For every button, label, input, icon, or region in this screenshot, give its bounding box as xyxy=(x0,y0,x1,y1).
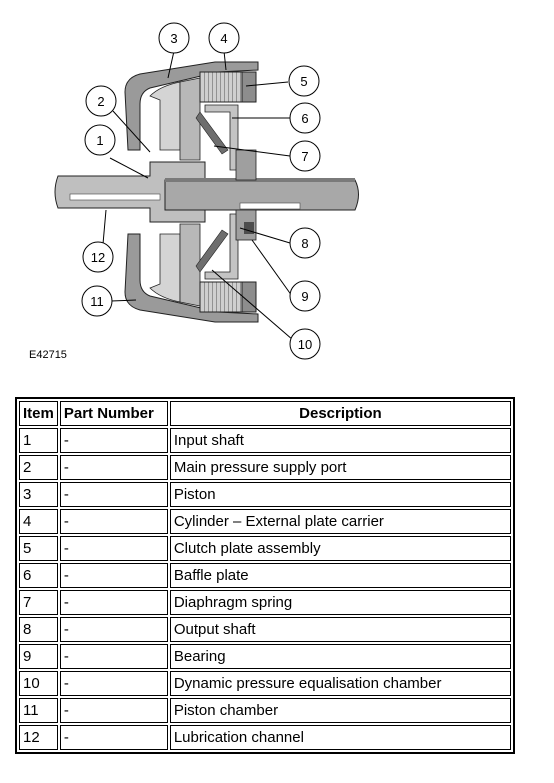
svg-text:10: 10 xyxy=(298,337,312,352)
row-item: 2 xyxy=(19,455,58,480)
row-item: 6 xyxy=(19,563,58,588)
hub-bearing xyxy=(235,149,257,241)
table-row: 2-Main pressure supply port xyxy=(19,455,511,480)
svg-text:2: 2 xyxy=(97,94,104,109)
svg-text:11: 11 xyxy=(90,294,104,309)
row-part-number: - xyxy=(59,617,168,642)
row-part-number: - xyxy=(59,698,168,723)
row-description: Baffle plate xyxy=(169,563,511,588)
row-description: Dynamic pressure equalisation chamber xyxy=(169,671,511,696)
row-item: 9 xyxy=(19,644,58,669)
row-part-number: - xyxy=(59,590,168,615)
svg-text:7: 7 xyxy=(301,149,308,164)
table-row: 4-Cylinder – External plate carrier xyxy=(19,509,511,534)
table-row: 9-Bearing xyxy=(19,644,511,669)
row-description: Lubrication channel xyxy=(169,725,511,750)
table-row: 5-Clutch plate assembly xyxy=(19,536,511,561)
row-item: 3 xyxy=(19,482,58,507)
svg-text:1: 1 xyxy=(96,133,103,148)
row-item: 5 xyxy=(19,536,58,561)
row-item: 8 xyxy=(19,617,58,642)
row-item: 11 xyxy=(19,698,58,723)
row-description: Output shaft xyxy=(169,617,511,642)
clutch-plate-pack-lower xyxy=(199,281,257,313)
callout-8: 8 xyxy=(289,227,321,259)
table-row: 8-Output shaft xyxy=(19,617,511,642)
table-row: 10-Dynamic pressure equalisation chamber xyxy=(19,671,511,696)
table-row: 7-Diaphragm spring xyxy=(19,590,511,615)
row-description: Input shaft xyxy=(169,428,511,453)
callout-10: 10 xyxy=(289,328,321,360)
svg-text:4: 4 xyxy=(220,31,227,46)
row-item: 7 xyxy=(19,590,58,615)
callout-1: 1 xyxy=(84,124,116,156)
row-part-number: - xyxy=(59,482,168,507)
callout-3: 3 xyxy=(158,22,190,54)
row-description: Diaphragm spring xyxy=(169,590,511,615)
row-part-number: - xyxy=(59,725,168,750)
row-part-number: - xyxy=(59,428,168,453)
callout-7: 7 xyxy=(289,140,321,172)
callout-12: 12 xyxy=(82,241,114,273)
row-part-number: - xyxy=(59,455,168,480)
row-description: Cylinder – External plate carrier xyxy=(169,509,511,534)
clutch-plate-pack-upper xyxy=(199,71,257,103)
row-description: Piston chamber xyxy=(169,698,511,723)
leader-lines xyxy=(102,50,294,341)
cylinder-lower xyxy=(124,223,259,323)
row-item: 10 xyxy=(19,671,58,696)
callout-9: 9 xyxy=(289,280,321,312)
row-item: 4 xyxy=(19,509,58,534)
row-item: 1 xyxy=(19,428,58,453)
baffle-plate xyxy=(204,104,239,280)
table-row: 3-Piston xyxy=(19,482,511,507)
callout-6: 6 xyxy=(289,102,321,134)
row-description: Main pressure supply port xyxy=(169,455,511,480)
parts-table: Item Part Number Description 1-Input sha… xyxy=(15,397,515,754)
svg-text:8: 8 xyxy=(301,236,308,251)
figure-code: E42715 xyxy=(29,349,67,361)
header-part-number: Part Number xyxy=(59,401,168,426)
row-part-number: - xyxy=(59,671,168,696)
row-part-number: - xyxy=(59,563,168,588)
svg-text:12: 12 xyxy=(91,250,105,265)
callout-2: 2 xyxy=(85,85,117,117)
callout-11: 11 xyxy=(81,285,113,317)
header-description: Description xyxy=(169,401,511,426)
row-part-number: - xyxy=(59,509,168,534)
table-row: 11-Piston chamber xyxy=(19,698,511,723)
callout-5: 5 xyxy=(288,65,320,97)
callout-4: 4 xyxy=(208,22,240,54)
table-header-row: Item Part Number Description xyxy=(19,401,511,426)
svg-text:3: 3 xyxy=(170,31,177,46)
header-item: Item xyxy=(19,401,58,426)
output-shaft xyxy=(164,178,359,211)
callout-circles: 1 2 3 4 5 6 7 8 9 10 11 12 xyxy=(81,22,321,360)
diaphragm-spring xyxy=(195,111,229,273)
svg-text:9: 9 xyxy=(301,289,308,304)
row-part-number: - xyxy=(59,644,168,669)
clutch-cross-section-diagram: 1 2 3 4 5 6 7 8 9 10 11 12 xyxy=(54,22,359,360)
table-row: 6-Baffle plate xyxy=(19,563,511,588)
row-description: Piston xyxy=(169,482,511,507)
row-part-number: - xyxy=(59,536,168,561)
row-description: Bearing xyxy=(169,644,511,669)
table-row: 12-Lubrication channel xyxy=(19,725,511,750)
svg-text:6: 6 xyxy=(301,111,308,126)
svg-text:5: 5 xyxy=(300,74,307,89)
row-description: Clutch plate assembly xyxy=(169,536,511,561)
row-item: 12 xyxy=(19,725,58,750)
table-row: 1-Input shaft xyxy=(19,428,511,453)
